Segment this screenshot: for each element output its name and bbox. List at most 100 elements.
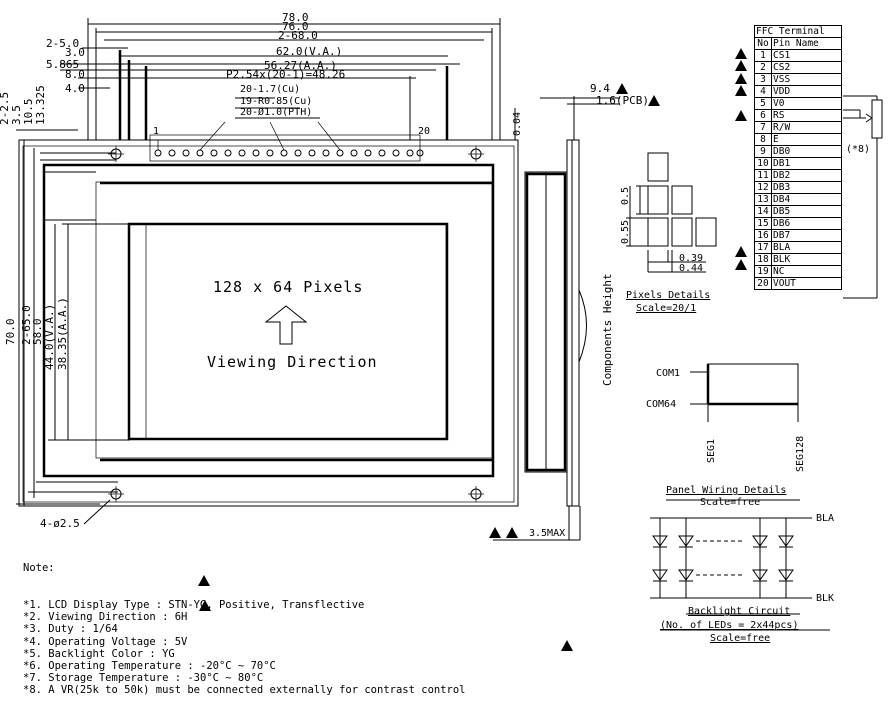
pixel-dim-044: 0.44 (679, 263, 703, 274)
backlight-bla-label: BLA (816, 513, 834, 524)
panel-wiring-figure (666, 363, 800, 501)
backlight-blk-label: BLK (816, 593, 834, 604)
terminal-pin-no: 16 (754, 229, 772, 242)
backlight-led-count: (No. of LEDs = 2x44pcs) (660, 620, 798, 631)
note-line: *6. Operating Temperature : -20°C ~ 70°C (23, 660, 276, 673)
dim-max-thickness: 3.5MAX (529, 528, 565, 539)
terminal-pin-no: 3 (754, 73, 772, 86)
note-line: *7. Storage Temperature : -30°C ~ 80°C (23, 672, 264, 685)
warning-icon (735, 110, 747, 121)
terminal-col-name: Pin Name (771, 37, 842, 50)
warning-icon (616, 83, 628, 94)
terminal-pin-name: BLA (771, 241, 842, 254)
pixel-details-title: Pixels Details (626, 290, 710, 301)
dim-va-height: 44.0(V.A.) (43, 304, 56, 370)
terminal-pin-name: BLK (771, 253, 842, 266)
terminal-pin-no: 6 (754, 109, 772, 122)
terminal-pin-no: 19 (754, 265, 772, 278)
dim-va-width: 62.0(V.A.) (276, 45, 342, 58)
terminal-pin-name: DB7 (771, 229, 842, 242)
dim-side-94: 9.4 (590, 82, 610, 95)
warning-icon (506, 527, 518, 538)
pixel-dim-039: 0.39 (679, 253, 703, 264)
pin-first-label: 1 (153, 126, 159, 137)
left-dimension-lines (16, 129, 130, 506)
dim-cu: 20-1.7(Cu) (240, 84, 300, 95)
pin-last-label: 20 (418, 126, 430, 137)
terminal-pin-name: DB0 (771, 145, 842, 158)
terminal-pin-name: VSS (771, 73, 842, 86)
pixel-details-scale: Scale=20/1 (636, 303, 696, 314)
dim-holes: 4-ø2.5 (40, 517, 80, 530)
dim-total-height: 70.0 (4, 319, 17, 346)
dim-side-pcb: 1.6(PCB) (596, 94, 649, 107)
dim-width-68: 2-68.0 (278, 29, 318, 42)
dim-height-58: 58.0 (31, 319, 44, 346)
pixel-dim-055: 0.55 (620, 220, 631, 244)
terminal-pin-name: DB5 (771, 205, 842, 218)
panel-wiring-title: Panel Wiring Details (666, 485, 786, 496)
terminal-col-no: No (754, 37, 772, 50)
components-height-label: Components Height (601, 273, 614, 386)
warning-icon (561, 640, 573, 651)
dim-aa-height: 38.35(A.A.) (56, 297, 69, 370)
notes-heading: Note: (23, 562, 55, 575)
dim-pitch: P2.54x(20-1)=48.26 (226, 68, 345, 81)
note-line: *5. Backlight Color : YG (23, 647, 175, 660)
terminal-pin-no: 1 (754, 49, 772, 62)
backlight-circuit (650, 517, 830, 631)
terminal-pin-name: DB4 (771, 193, 842, 206)
dim-5865: 5.865 (46, 58, 79, 71)
dim-aa-width: 56.27(A.A.) (264, 59, 337, 72)
terminal-pin-no: 14 (754, 205, 772, 218)
com1-label: COM1 (656, 368, 680, 379)
terminal-pin-no: 12 (754, 181, 772, 194)
warning-icon (735, 246, 747, 258)
dim-cu2: 19-R0.85(Cu) (240, 96, 312, 107)
terminal-pin-name: RS (771, 109, 842, 122)
pcb-inner-outline (22, 145, 515, 503)
warning-icon (735, 48, 747, 59)
mounting-holes (83, 146, 484, 525)
note-line: *8. A VR(25k to 50k) must be connected e… (23, 684, 466, 697)
warning-icon (198, 575, 210, 586)
terminal-pin-name: CS1 (771, 49, 842, 62)
warning-icon (199, 600, 211, 611)
terminal-pin-name: VDD (771, 85, 842, 98)
terminal-pin-name: NC (771, 265, 842, 278)
dim-h35: 3.5 (10, 105, 23, 125)
terminal-pin-name: DB1 (771, 157, 842, 170)
seg1-label: SEG1 (706, 439, 717, 463)
warning-icon (735, 258, 747, 270)
terminal-pin-name: CS2 (771, 61, 842, 74)
terminal-pin-no: 13 (754, 193, 772, 206)
dim-total-width: 78.0 (282, 11, 309, 24)
terminal-pin-no: 15 (754, 217, 772, 230)
warning-icon (735, 60, 747, 72)
panel-wiring-scale: Scale=free (700, 497, 760, 508)
com64-label: COM64 (646, 399, 676, 410)
terminal-pin-name: E (771, 133, 842, 146)
viewing-direction-arrow (264, 305, 308, 345)
dim-h13325: 13.325 (34, 85, 47, 125)
warning-icon (648, 95, 660, 106)
note-line: *4. Operating Voltage : 5V (23, 635, 188, 648)
dim-4: 4.0 (65, 82, 85, 95)
pixel-details-figure (626, 152, 717, 273)
terminal-pin-no: 20 (754, 277, 772, 290)
terminal-pin-no: 17 (754, 241, 772, 254)
dim-h105: 10.5 (22, 99, 35, 126)
seg128-label: SEG128 (795, 436, 806, 472)
